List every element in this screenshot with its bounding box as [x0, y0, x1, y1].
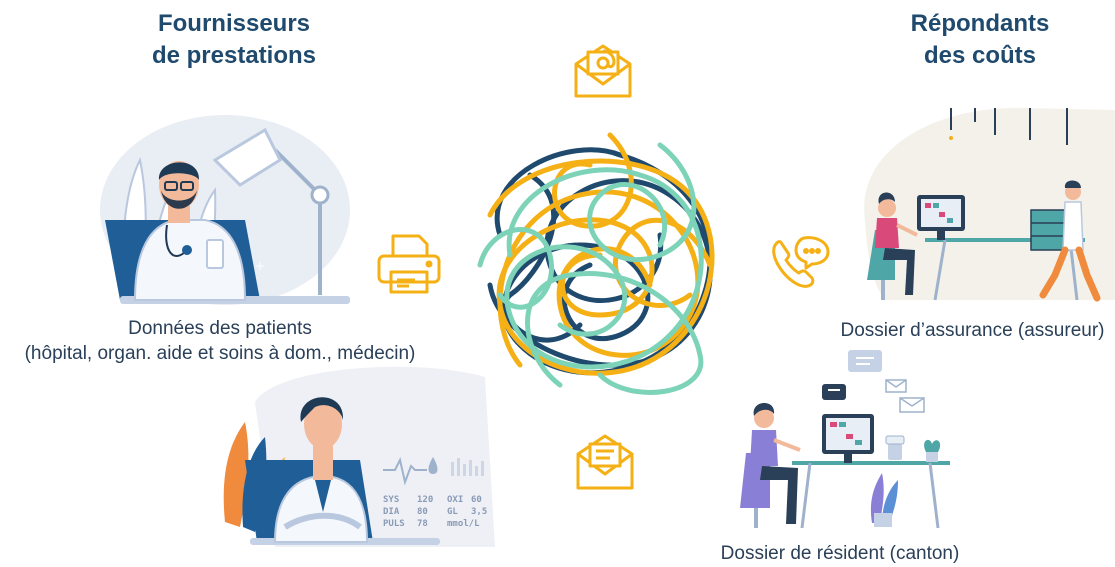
vital-unit: mmol/L	[447, 519, 480, 529]
caption-patient-data-line2: (hôpital, organ. aide et soins à dom., m…	[24, 343, 416, 364]
tangled-lines-graphic	[460, 115, 760, 415]
vital-dia-value: 80	[417, 507, 428, 517]
vital-oxi-value: 60	[471, 495, 482, 505]
svg-text:+: +	[255, 259, 265, 273]
heading-cost-bearers-line2: des coûts	[923, 42, 1037, 69]
caption-resident-file: Dossier de résident (canton)	[720, 543, 960, 564]
vital-puls-label: PULS	[383, 519, 405, 529]
phone-chat-icon	[768, 232, 834, 292]
email-at-icon	[570, 42, 636, 100]
heading-service-providers-line2: de prestations	[151, 42, 317, 69]
caption-patient-data-line1: Données des patients	[128, 318, 312, 339]
caption-insurance-file: Dossier d’assurance (assureur)	[840, 320, 1105, 341]
vital-sys-value: 120	[417, 495, 434, 505]
vital-gl-value: 3,5	[471, 507, 488, 517]
vital-oxi-label: OXI	[447, 495, 464, 505]
vital-dia-label: DIA	[383, 507, 400, 517]
heading-service-providers-line1: Fournisseurs	[157, 10, 311, 37]
doctor-vitals-illustration: SYS 120 OXI 60 DIA 80 GL 3,5 PULS 78 mmo…	[215, 362, 500, 552]
vitals-panel: SYS 120 OXI 60 DIA 80 GL 3,5 PULS 78 mmo…	[383, 494, 487, 530]
heading-cost-bearers-line1: Répondants	[910, 10, 1050, 37]
vital-gl-label: GL	[447, 507, 458, 517]
resident-office-illustration	[740, 348, 960, 533]
heading-cost-bearers: Répondants des coûts	[880, 8, 1080, 72]
vital-puls-value: 78	[417, 519, 428, 529]
insurance-office-illustration	[855, 100, 1115, 310]
caption-patient-data: Données des patients (hôpital, organ. ai…	[10, 316, 430, 366]
printer-icon	[375, 232, 443, 296]
doctor-laptop-illustration: +	[95, 100, 355, 310]
heading-service-providers: Fournisseurs de prestations	[134, 8, 334, 72]
email-letter-icon	[572, 432, 638, 492]
vital-sys-label: SYS	[383, 495, 400, 505]
